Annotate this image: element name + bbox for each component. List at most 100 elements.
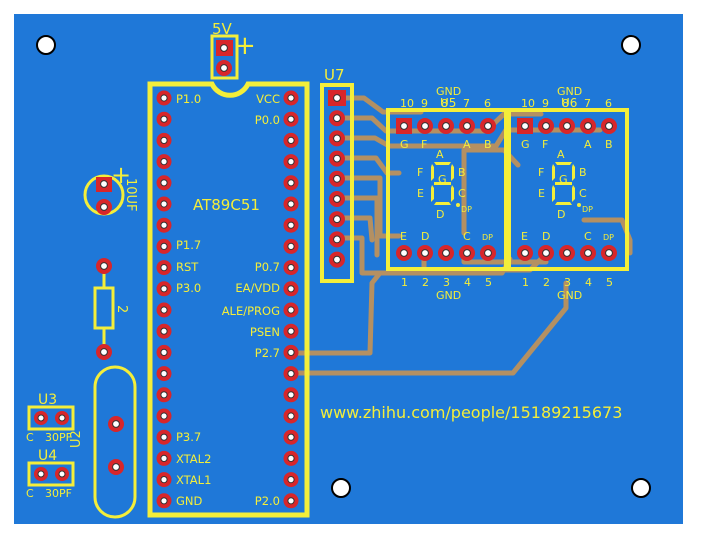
pad-hole — [421, 249, 429, 257]
segment-label: A — [436, 148, 444, 161]
power-plus-sign: + — [234, 31, 256, 61]
segment-f — [552, 164, 555, 181]
segment-b — [451, 164, 454, 181]
pad-hole — [605, 122, 613, 130]
segment-a — [555, 162, 572, 165]
display-pin-number: 4 — [464, 276, 471, 289]
pad-hole — [287, 412, 295, 420]
power-header: 5V + — [210, 20, 256, 80]
display-pin-number: 4 — [585, 276, 592, 289]
u3-outline — [27, 405, 75, 431]
u4-value: 30PF — [45, 487, 72, 500]
pad-hole — [333, 94, 341, 102]
label-p0-7: P0.7 — [255, 260, 280, 274]
pad-hole — [100, 262, 108, 270]
pad-hole — [421, 122, 429, 130]
capacitor-10uf: + 10UF — [83, 161, 138, 216]
pad-hole — [58, 414, 66, 422]
display-pin-letter: F — [542, 138, 548, 151]
display-pin-number: 9 — [542, 97, 549, 110]
display-gnd-bottom: GND — [557, 289, 582, 302]
resistor-label: 2 — [114, 305, 129, 313]
display-pin-number: 5 — [606, 276, 613, 289]
segment-g — [555, 182, 572, 185]
pad-hole — [287, 136, 295, 144]
display-pin-number: 6 — [605, 97, 612, 110]
capacitor-plus-sign: + — [111, 161, 131, 189]
label-p0-0: P0.0 — [255, 113, 280, 127]
label-ale-prog: ALE/PROG — [222, 304, 280, 318]
u4-outline — [27, 461, 75, 487]
pad-hole — [333, 215, 341, 224]
u4-ref: U4 — [38, 448, 57, 464]
mcu-name: AT89C51 — [193, 196, 260, 214]
display-pin-number: 2 — [543, 276, 550, 289]
pad-hole — [484, 249, 492, 257]
label-p2-7: P2.7 — [255, 346, 280, 360]
segment-label: C — [579, 187, 587, 200]
segment-e — [431, 185, 434, 202]
segment-label: E — [417, 187, 424, 200]
mounting-holes — [36, 35, 651, 498]
pad-hole — [220, 44, 228, 52]
pad-hole — [160, 476, 168, 484]
segment-dp — [456, 203, 460, 207]
capacitor-u4: U4 C 30PF — [26, 448, 75, 500]
segment-c — [572, 185, 575, 202]
pad-hole — [333, 154, 341, 163]
pad-hole — [160, 454, 168, 462]
resistor-body — [93, 286, 115, 330]
display-pin-letter: A — [463, 138, 471, 151]
segment-label: DP — [582, 205, 593, 214]
segment-label: D — [557, 208, 565, 221]
mcu-at89c51: AT89C51 P1.0 P1.7 RST P3.0 P3.7 XTAL2 XT… — [147, 81, 310, 518]
pad-hole — [484, 122, 492, 130]
display-pin-number: 1 — [401, 276, 408, 289]
label-rst: RST — [176, 260, 199, 274]
pad-hole — [100, 348, 108, 356]
u4-type: C — [26, 487, 34, 500]
mcu-outline — [147, 81, 310, 518]
pad-hole — [160, 115, 168, 123]
display-pin-number: 3 — [564, 276, 571, 289]
pad-hole — [112, 463, 120, 471]
pad-hole — [287, 327, 295, 335]
pad-hole — [160, 221, 168, 229]
pad-hole — [160, 433, 168, 441]
resistor: 2 — [93, 258, 129, 360]
pad-hole — [521, 122, 529, 130]
pad-hole — [563, 249, 571, 257]
pad-hole — [160, 348, 168, 356]
segment-label: F — [417, 166, 423, 179]
pad-hole — [287, 179, 295, 187]
display-pin-letter: DP — [482, 233, 493, 242]
display-pin-letter: B — [484, 138, 492, 151]
pad-hole — [160, 285, 168, 293]
segment-label: C — [458, 187, 466, 200]
segment-c — [451, 185, 454, 202]
display-pin-letter: E — [400, 230, 407, 243]
pad-hole — [58, 470, 66, 478]
pad-hole — [160, 136, 168, 144]
pad-hole — [605, 249, 613, 257]
segment-dp — [577, 203, 581, 207]
segment-label: DP — [461, 205, 472, 214]
segment-label: B — [458, 166, 466, 179]
label-p3-7: P3.7 — [176, 430, 201, 444]
label-psen: PSEN — [250, 325, 280, 339]
pad-hole — [333, 255, 341, 264]
pad-hole — [37, 414, 45, 422]
crystal-label: U2 — [69, 430, 84, 448]
display-pin-letter: G — [400, 138, 409, 151]
segment-d — [434, 202, 451, 205]
pad-hole — [563, 122, 571, 130]
pad-hole — [287, 476, 295, 484]
u7-outline — [320, 83, 354, 283]
display-pin-letter: E — [521, 230, 528, 243]
segment-a — [434, 162, 451, 165]
display-gnd-top: GND — [557, 85, 582, 98]
pad-hole — [287, 370, 295, 378]
pad-hole — [333, 174, 341, 183]
capacitor-label: 10UF — [123, 178, 138, 212]
u3-value: 30PF — [45, 431, 72, 444]
